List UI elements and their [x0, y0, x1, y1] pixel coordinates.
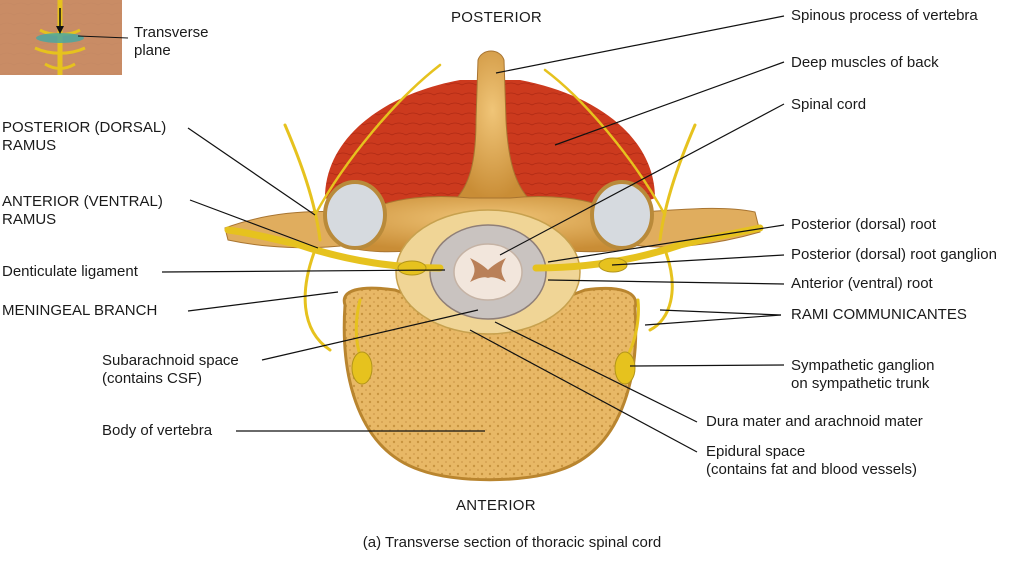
label-spinous-process: Spinous process of vertebra	[791, 7, 978, 24]
dorsal-root-ganglion-left	[397, 260, 427, 276]
sympathetic-ganglion-right	[614, 351, 636, 385]
label-body-of-vertebra: Body of vertebra	[102, 422, 213, 439]
deep-muscles-right	[496, 80, 655, 210]
spinous-process	[453, 50, 532, 201]
label-meningeal-branch: MENINGEAL BRANCH	[2, 302, 158, 319]
inset-label: Transverse plane	[134, 24, 209, 59]
label-deep-muscles: Deep muscles of back	[791, 54, 939, 71]
label-dura-arachnoid: Dura mater and arachnoid mater	[706, 413, 923, 430]
label-anterior-ventral-ramus: ANTERIOR (VENTRAL)RAMUS	[2, 193, 163, 228]
inset-thumbnail	[0, 0, 129, 75]
label-rami-communicantes: RAMI COMMUNICANTES	[791, 306, 967, 323]
facet-right	[590, 180, 654, 250]
label-denticulate-ligament: Denticulate ligament	[2, 263, 138, 280]
orientation-posterior: POSTERIOR	[451, 9, 543, 26]
label-anterior-ventral-root: Anterior (ventral) root	[791, 275, 933, 292]
deep-muscles-left	[325, 80, 488, 210]
orientation-anterior: ANTERIOR	[456, 497, 536, 514]
label-spinal-cord: Spinal cord	[791, 96, 867, 113]
label-epidural-space: Epidural space(contains fat and blood ve…	[706, 443, 917, 478]
label-posterior-dorsal-ramus: POSTERIOR (DORSAL)RAMUS	[2, 119, 167, 154]
sympathetic-ganglion-left	[351, 351, 373, 385]
facet-left	[323, 180, 387, 250]
label-subarachnoid-space: Subarachnoid space(contains CSF)	[102, 352, 239, 387]
figure-caption: (a) Transverse section of thoracic spina…	[362, 534, 662, 551]
gray-matter	[470, 258, 506, 282]
leader-lines	[161, 15, 785, 453]
label-posterior-dorsal-root-ganglion: Posterior (dorsal) root ganglion	[791, 246, 997, 263]
label-posterior-dorsal-root: Posterior (dorsal) root	[791, 216, 937, 233]
